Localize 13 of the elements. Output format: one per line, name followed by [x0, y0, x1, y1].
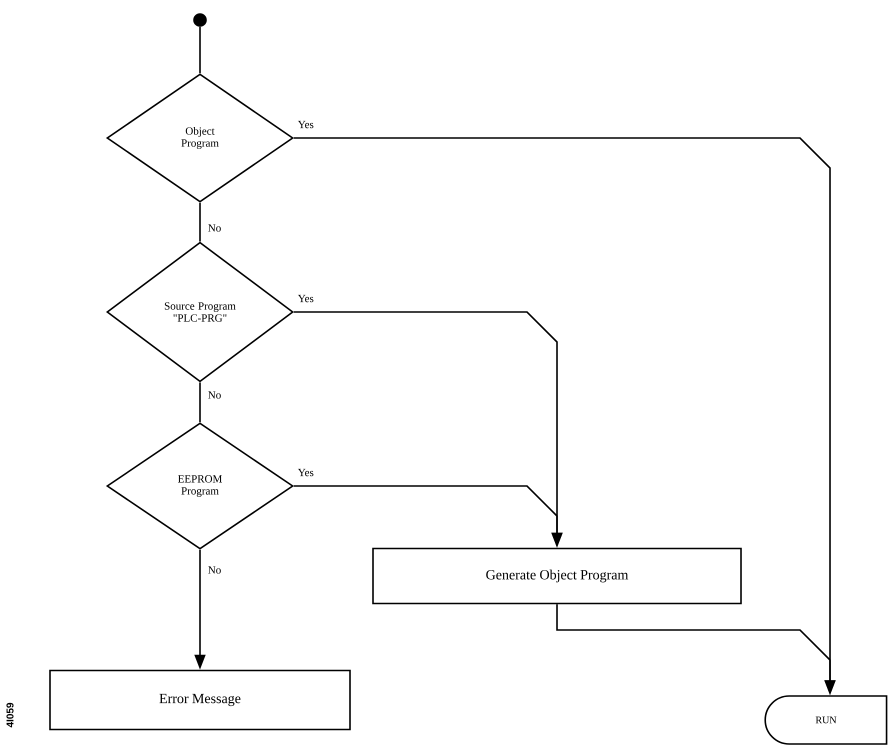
process-box: Error Message [49, 670, 351, 730]
figure-number: 4I059 [6, 702, 14, 728]
edge-label: No [208, 566, 221, 574]
edge-label: Yes [298, 294, 314, 302]
start-dot [193, 13, 207, 27]
edge-label: Yes [298, 120, 314, 128]
edge-label: Yes [298, 468, 314, 476]
connector-line [199, 202, 201, 242]
connector-line [199, 26, 201, 74]
edge-label: No [208, 224, 221, 232]
edge-label: No [208, 391, 221, 399]
process-box: Generate Object Program [372, 548, 742, 604]
connector-line [199, 382, 201, 422]
